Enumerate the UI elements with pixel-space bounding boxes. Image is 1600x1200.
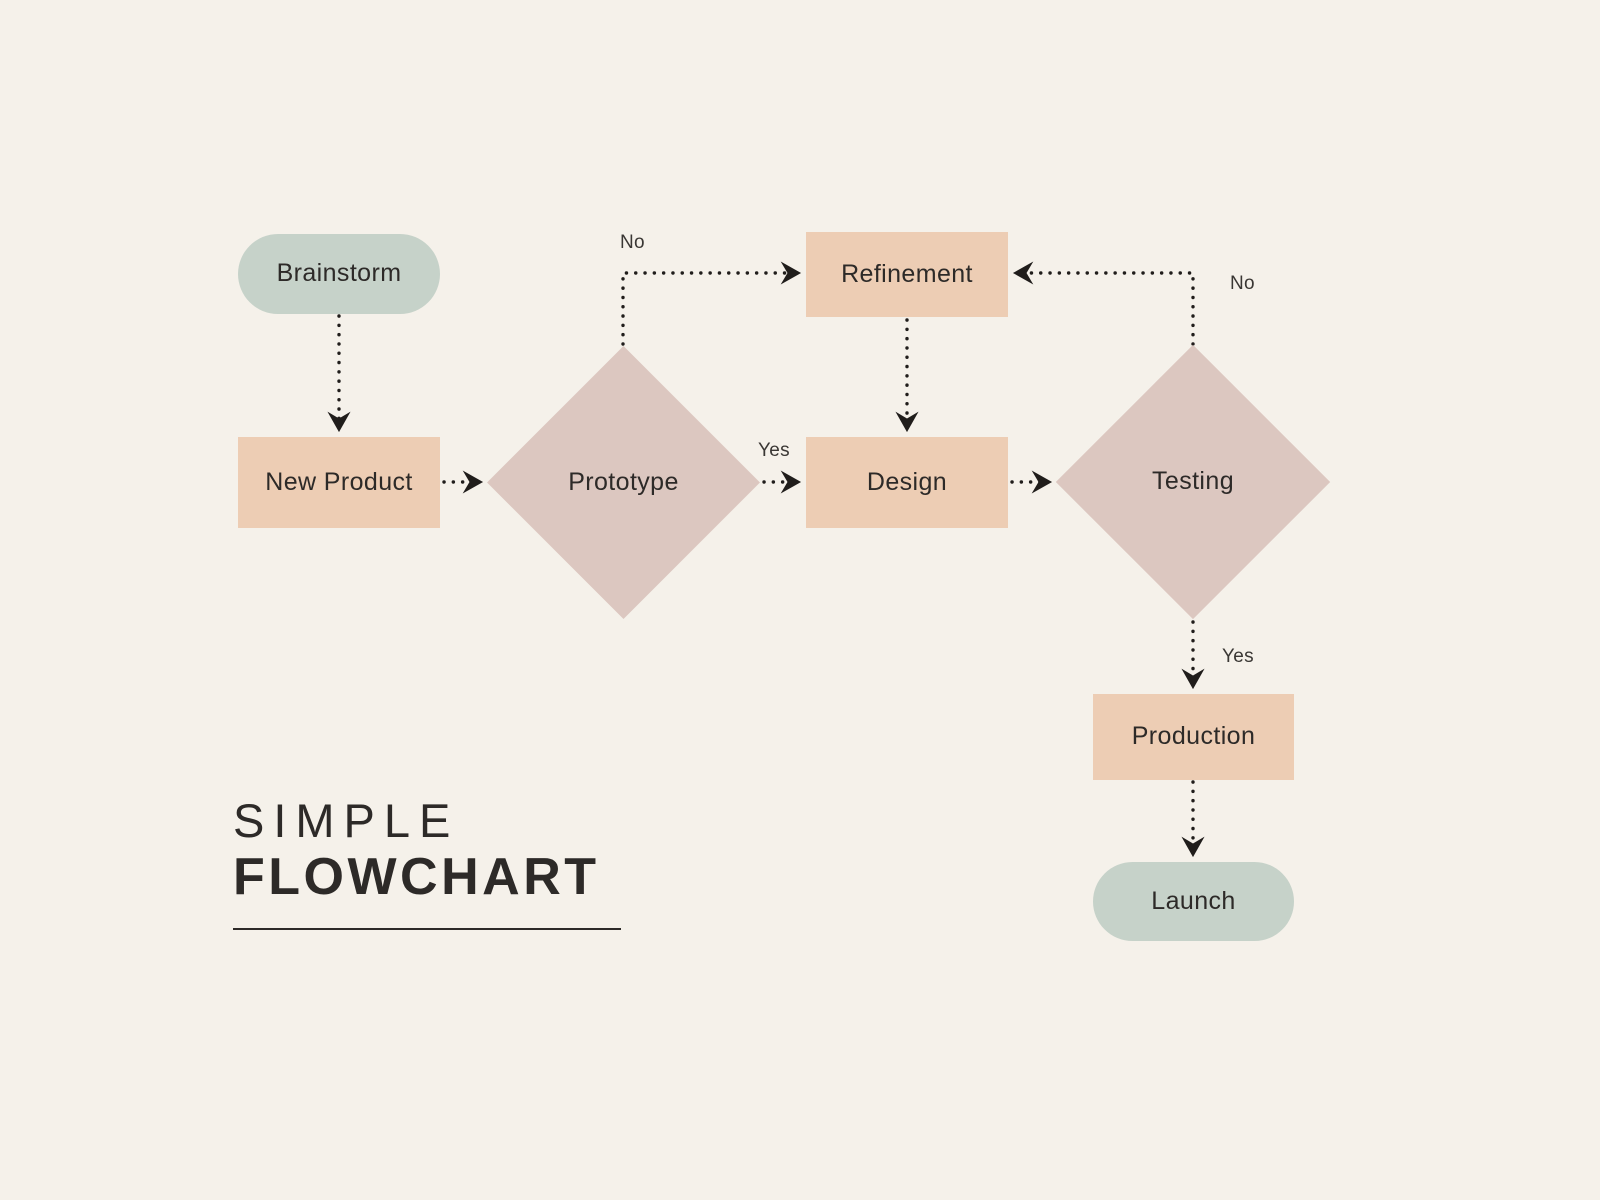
edge-label-prototype-no: No xyxy=(620,232,645,253)
title-block: SIMPLE FLOWCHART xyxy=(233,794,653,930)
node-design[interactable]: Design xyxy=(806,437,1008,528)
node-launch[interactable]: Launch xyxy=(1093,862,1294,941)
edge-label-testing-yes: Yes xyxy=(1222,646,1254,667)
node-prototype[interactable]: Prototype xyxy=(487,346,760,619)
node-label-prototype: Prototype xyxy=(568,467,679,496)
edge-label-testing-no: No xyxy=(1230,273,1255,294)
node-label-refinement: Refinement xyxy=(841,259,973,288)
node-label-brainstorm: Brainstorm xyxy=(276,259,402,288)
edge-prototype-no-to-refinement xyxy=(621,261,802,346)
title-underline-rule xyxy=(233,927,621,930)
node-testing[interactable]: Testing xyxy=(1055,344,1331,620)
node-label-testing: Testing xyxy=(1151,467,1234,496)
node-brainstorm[interactable]: Brainstorm xyxy=(238,234,440,314)
title-line-simple: SIMPLE xyxy=(233,794,460,847)
node-label-production: Production xyxy=(1131,722,1256,751)
node-refinement[interactable]: Refinement xyxy=(806,232,1008,317)
node-label-launch: Launch xyxy=(1151,886,1236,915)
title-line-flowchart: FLOWCHART xyxy=(233,847,600,906)
edge-testing-no-to-refinement xyxy=(1012,261,1195,346)
node-new-product[interactable]: New Product xyxy=(238,437,440,528)
node-label-new-product: New Product xyxy=(265,467,413,496)
edge-label-prototype-yes: Yes xyxy=(758,440,790,461)
node-production[interactable]: Production xyxy=(1093,694,1294,780)
node-label-design: Design xyxy=(866,467,948,496)
